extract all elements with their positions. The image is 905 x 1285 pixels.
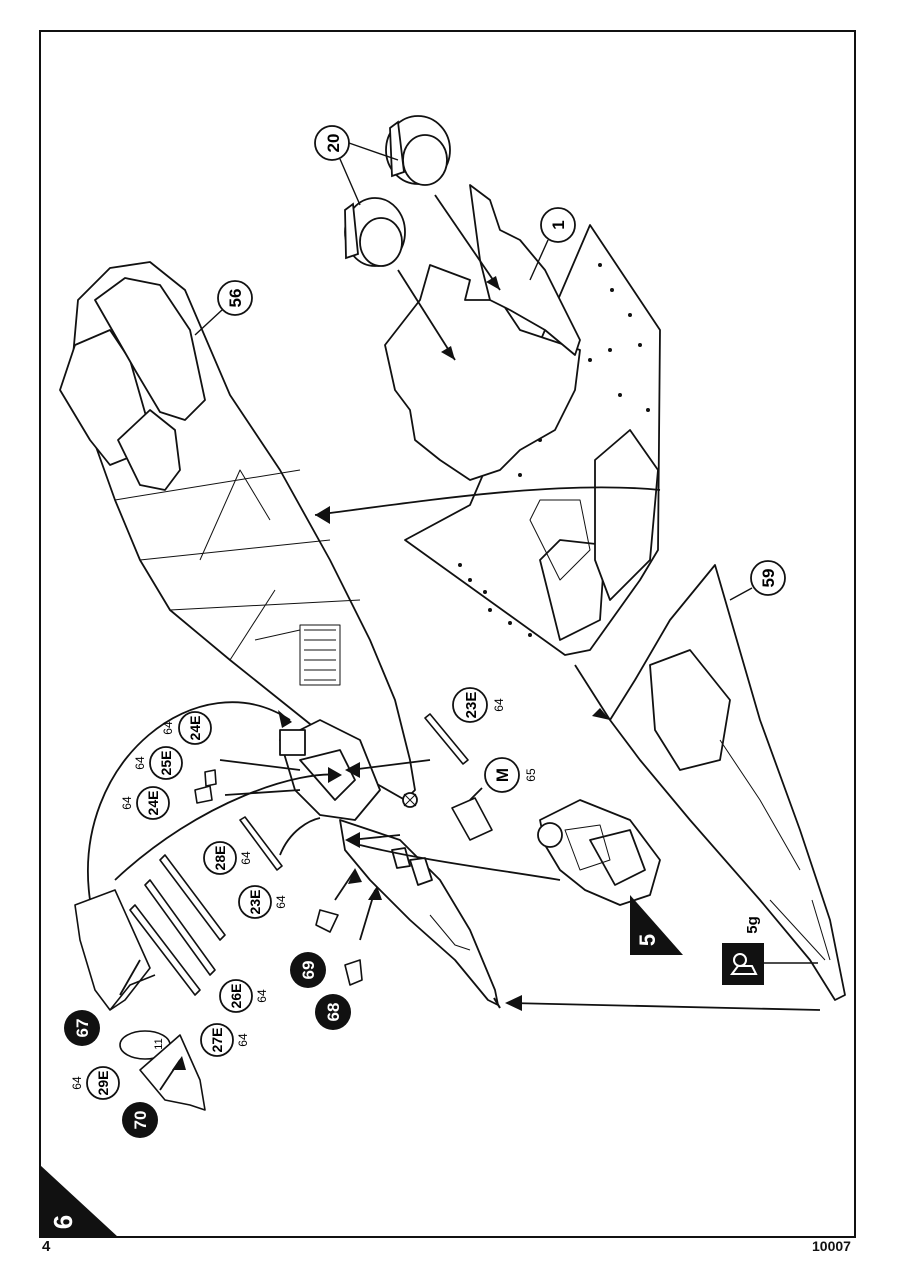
ref-24e-b: 64 bbox=[120, 796, 134, 810]
subassembly-number: 5 bbox=[635, 934, 660, 946]
part-27e-label: 27E bbox=[209, 1028, 225, 1053]
ref-11: 11 bbox=[153, 1038, 165, 1049]
small-parts bbox=[74, 713, 493, 1111]
part-24e-b-label: 24E bbox=[145, 791, 161, 816]
ref-27e: 64 bbox=[236, 1033, 250, 1047]
part-20-label: 20 bbox=[324, 134, 343, 153]
paint-code: 5g bbox=[744, 916, 761, 934]
callout-29e: 29E 64 bbox=[70, 1066, 120, 1100]
frame-border bbox=[39, 30, 856, 1238]
glue-symbol: 5g bbox=[722, 916, 818, 985]
callout-24e-a: 24E 64 bbox=[161, 711, 212, 745]
ejection-seat bbox=[537, 799, 661, 906]
part-m-label: M bbox=[493, 768, 512, 782]
part-67-label: 67 bbox=[73, 1019, 92, 1038]
assembly-arrows bbox=[87, 194, 826, 1091]
callout-28e: 28E 64 bbox=[203, 841, 253, 875]
callout-68: 68 bbox=[315, 994, 351, 1030]
callout-24e-b: 24E 64 bbox=[120, 786, 170, 820]
callout-69: 69 bbox=[290, 952, 326, 988]
ref-24e-a: 64 bbox=[161, 721, 175, 735]
part-25e-label: 25E bbox=[158, 751, 174, 776]
fuselage-assembly bbox=[59, 261, 501, 1009]
ref-23e-top: 64 bbox=[492, 698, 506, 712]
callout-56: 56 bbox=[194, 280, 253, 336]
exhaust-section bbox=[384, 184, 581, 481]
part-26e-label: 26E bbox=[228, 984, 244, 1009]
callout-67: 67 bbox=[64, 1010, 100, 1046]
kit-number: 10007 bbox=[812, 1238, 851, 1254]
exhaust-cans bbox=[344, 115, 451, 267]
callout-23e-mid: 23E 64 bbox=[238, 885, 288, 919]
callout-70: 70 bbox=[122, 1102, 158, 1138]
part-56-label: 56 bbox=[226, 289, 245, 308]
page-number: 4 bbox=[42, 1238, 51, 1255]
callout-27e: 27E 64 bbox=[200, 1023, 250, 1057]
callout-23e-top: 23E 64 bbox=[452, 687, 506, 723]
part-68-label: 68 bbox=[324, 1003, 343, 1022]
part-69-label: 69 bbox=[299, 961, 318, 980]
step-badge: 6 bbox=[40, 1165, 118, 1237]
ref-25e: 64 bbox=[133, 756, 147, 770]
ring-ref-11: 11 bbox=[153, 1038, 165, 1049]
ref-m: 65 bbox=[524, 768, 538, 782]
callout-1: 1 bbox=[529, 207, 576, 281]
part-29e-label: 29E bbox=[95, 1071, 111, 1096]
callout-26e: 26E 64 bbox=[219, 979, 269, 1013]
callout-25e: 25E 64 bbox=[133, 746, 183, 780]
step-number: 6 bbox=[48, 1215, 78, 1229]
arrowheads bbox=[172, 276, 610, 1070]
callout-20: 20 bbox=[314, 125, 399, 206]
ref-29e: 64 bbox=[70, 1076, 84, 1090]
part-23e-top-label: 23E bbox=[463, 692, 480, 719]
part-1-label: 1 bbox=[549, 220, 568, 229]
part-70-label: 70 bbox=[131, 1111, 150, 1130]
canopy bbox=[609, 564, 846, 1001]
callout-59: 59 bbox=[729, 560, 786, 601]
part-23e-mid-label: 23E bbox=[247, 890, 263, 915]
callout-m: M 65 bbox=[484, 757, 538, 793]
ref-26e: 64 bbox=[255, 989, 269, 1003]
part-28e-label: 28E bbox=[212, 846, 228, 871]
part-59-label: 59 bbox=[759, 569, 778, 588]
subassembly-marker: 5 bbox=[630, 895, 683, 955]
part-24e-a-label: 24E bbox=[187, 716, 203, 741]
ref-23e-mid: 64 bbox=[274, 895, 288, 909]
ref-28e: 64 bbox=[239, 851, 253, 865]
